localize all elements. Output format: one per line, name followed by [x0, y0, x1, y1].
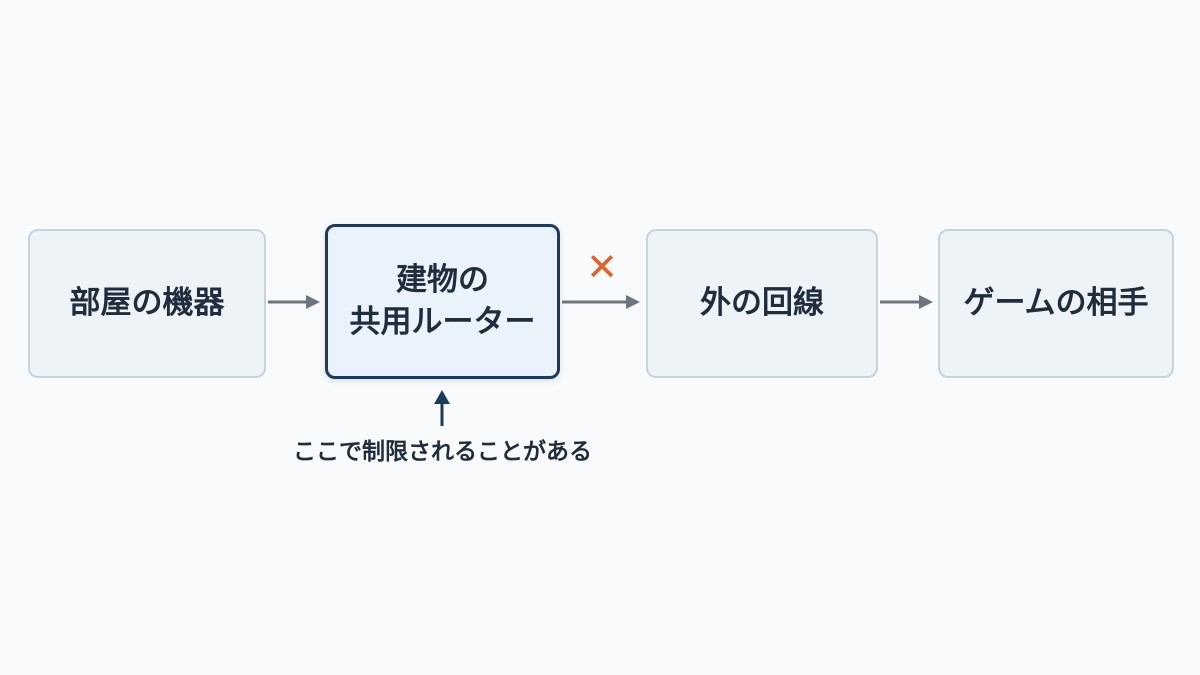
- node-external-line: 外の回線: [646, 229, 878, 378]
- arrow-devices-to-router: [268, 295, 320, 309]
- node-game-opponent: ゲームの相手: [938, 229, 1174, 378]
- restriction-note: ここで制限されることがある: [293, 439, 592, 465]
- node-room-devices: 部屋の機器: [28, 229, 266, 378]
- node-shared-router-label-line1: 建物の: [396, 261, 489, 298]
- node-external-line-label: 外の回線: [700, 284, 824, 321]
- blocked-x-icon: ✕: [586, 245, 618, 289]
- node-room-devices-label: 部屋の機器: [69, 284, 225, 321]
- arrow-router-to-line: [562, 295, 640, 309]
- arrow-note-to-router: [434, 390, 450, 426]
- arrow-line-to-opponent: [880, 295, 933, 309]
- node-game-opponent-label: ゲームの相手: [963, 284, 1149, 321]
- node-shared-router-label-line2: 共用ルーター: [349, 303, 536, 340]
- node-shared-router: 建物の 共用ルーター: [325, 224, 560, 379]
